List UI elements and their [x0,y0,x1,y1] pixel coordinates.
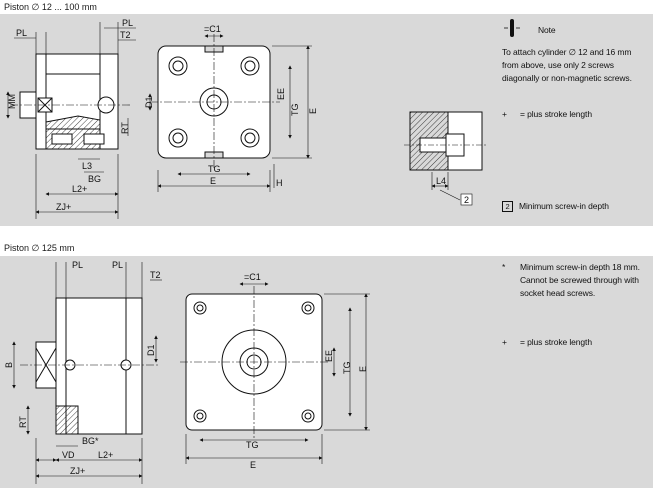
label2-vd: VD [62,450,75,460]
front-view-2 [180,286,330,438]
label-e-v: E [308,108,318,114]
plus-note-2: + = plus stroke length [502,336,650,349]
drawing-panel-1: PL PL T2 MM RT L3 BG L2+ ZJ+ [0,14,653,226]
technical-drawing-2: PL PL T2 B D1 RT BG* VD L2+ ZJ+ [4,260,370,484]
side-view-1-dimensions [6,22,136,219]
label-ref2: 2 [464,195,469,205]
label2-e-v: E [358,366,368,372]
plus-symbol-1: + [502,109,507,119]
plus-note-1: + = plus stroke length [502,108,650,121]
label2-d1: D1 [146,344,156,356]
label2-l2: L2+ [98,450,113,460]
detail-view-1 [404,111,488,171]
technical-drawing-1: PL PL T2 MM RT L3 BG L2+ ZJ+ [6,18,520,219]
side-view-2 [20,297,160,435]
label-bg: BG [88,174,101,184]
label-l3: L3 [82,161,92,171]
star-text: Minimum screw-in depth 18 mm. Cannot be … [520,262,640,298]
label-ee: EE [276,88,286,100]
label-l2: L2+ [72,184,87,194]
label-e-h: E [210,176,216,186]
plus-text-2: = plus stroke length [520,337,592,347]
label-mm: MM [7,94,17,109]
ref-box-1: 2 [502,201,513,213]
ref-note-1: 2 Minimum screw-in depth [502,200,650,213]
front-view-2-labels: =C1 EE TG E TG E [244,272,368,470]
note-text: To attach cylinder ∅ 12 and 16 mm from a… [502,47,632,83]
label2-ee: EE [324,350,334,362]
label-pl-2: PL [122,18,133,28]
label2-tg-v: TG [342,362,352,375]
detail-view-1-labels: L4 2 [436,176,469,205]
front-view-2-dimensions [185,282,370,464]
side-view-1-labels: PL PL T2 MM RT L3 BG L2+ ZJ+ [7,18,133,212]
label2-bg: BG* [82,436,99,446]
label-pl: PL [16,28,27,38]
label2-pl-2: PL [112,260,123,270]
front-view-1-dimensions [148,34,312,192]
side-view-2-labels: PL PL T2 B D1 RT BG* VD L2+ ZJ+ [4,260,161,476]
label-rt: RT [120,122,130,134]
label-zj: ZJ+ [56,202,71,212]
label2-zj: ZJ+ [70,466,85,476]
label-tg-v: TG [290,104,300,117]
note-icon [504,19,520,37]
section-title-2: Piston ∅ 125 mm [4,243,75,253]
label2-b: B [4,362,14,368]
front-view-1-labels: =C1 D1 EE TG E TG E H [144,24,318,188]
label-tg-h: TG [208,164,221,174]
label-h: H [276,178,283,188]
star-note: * Minimum screw-in depth 18 mm. Cannot b… [502,261,650,300]
label2-rt: RT [18,416,28,428]
side-view-1 [10,53,130,150]
label-d1: D1 [144,96,154,108]
note-label: Note [538,25,556,35]
side-view-2-dimensions [12,262,162,484]
plus-text-1: = plus stroke length [520,109,592,119]
label2-tg-h: TG [246,440,259,450]
label2-t2: T2 [150,270,161,280]
ref-text-1: Minimum screw-in depth [519,201,609,211]
section-title-1: Piston ∅ 12 ... 100 mm [4,2,97,12]
label-l4: L4 [436,176,446,186]
label-c1: =C1 [204,24,221,34]
label-t2: T2 [120,30,131,40]
front-view-1 [150,34,280,170]
drawing-panel-2: PL PL T2 B D1 RT BG* VD L2+ ZJ+ [0,256,653,488]
label2-pl: PL [72,260,83,270]
label2-e-h: E [250,460,256,470]
plus-symbol-2: + [502,337,507,347]
detail-view-1-dimensions [431,172,473,206]
star-symbol: * [502,262,506,272]
label2-c1: =C1 [244,272,261,282]
